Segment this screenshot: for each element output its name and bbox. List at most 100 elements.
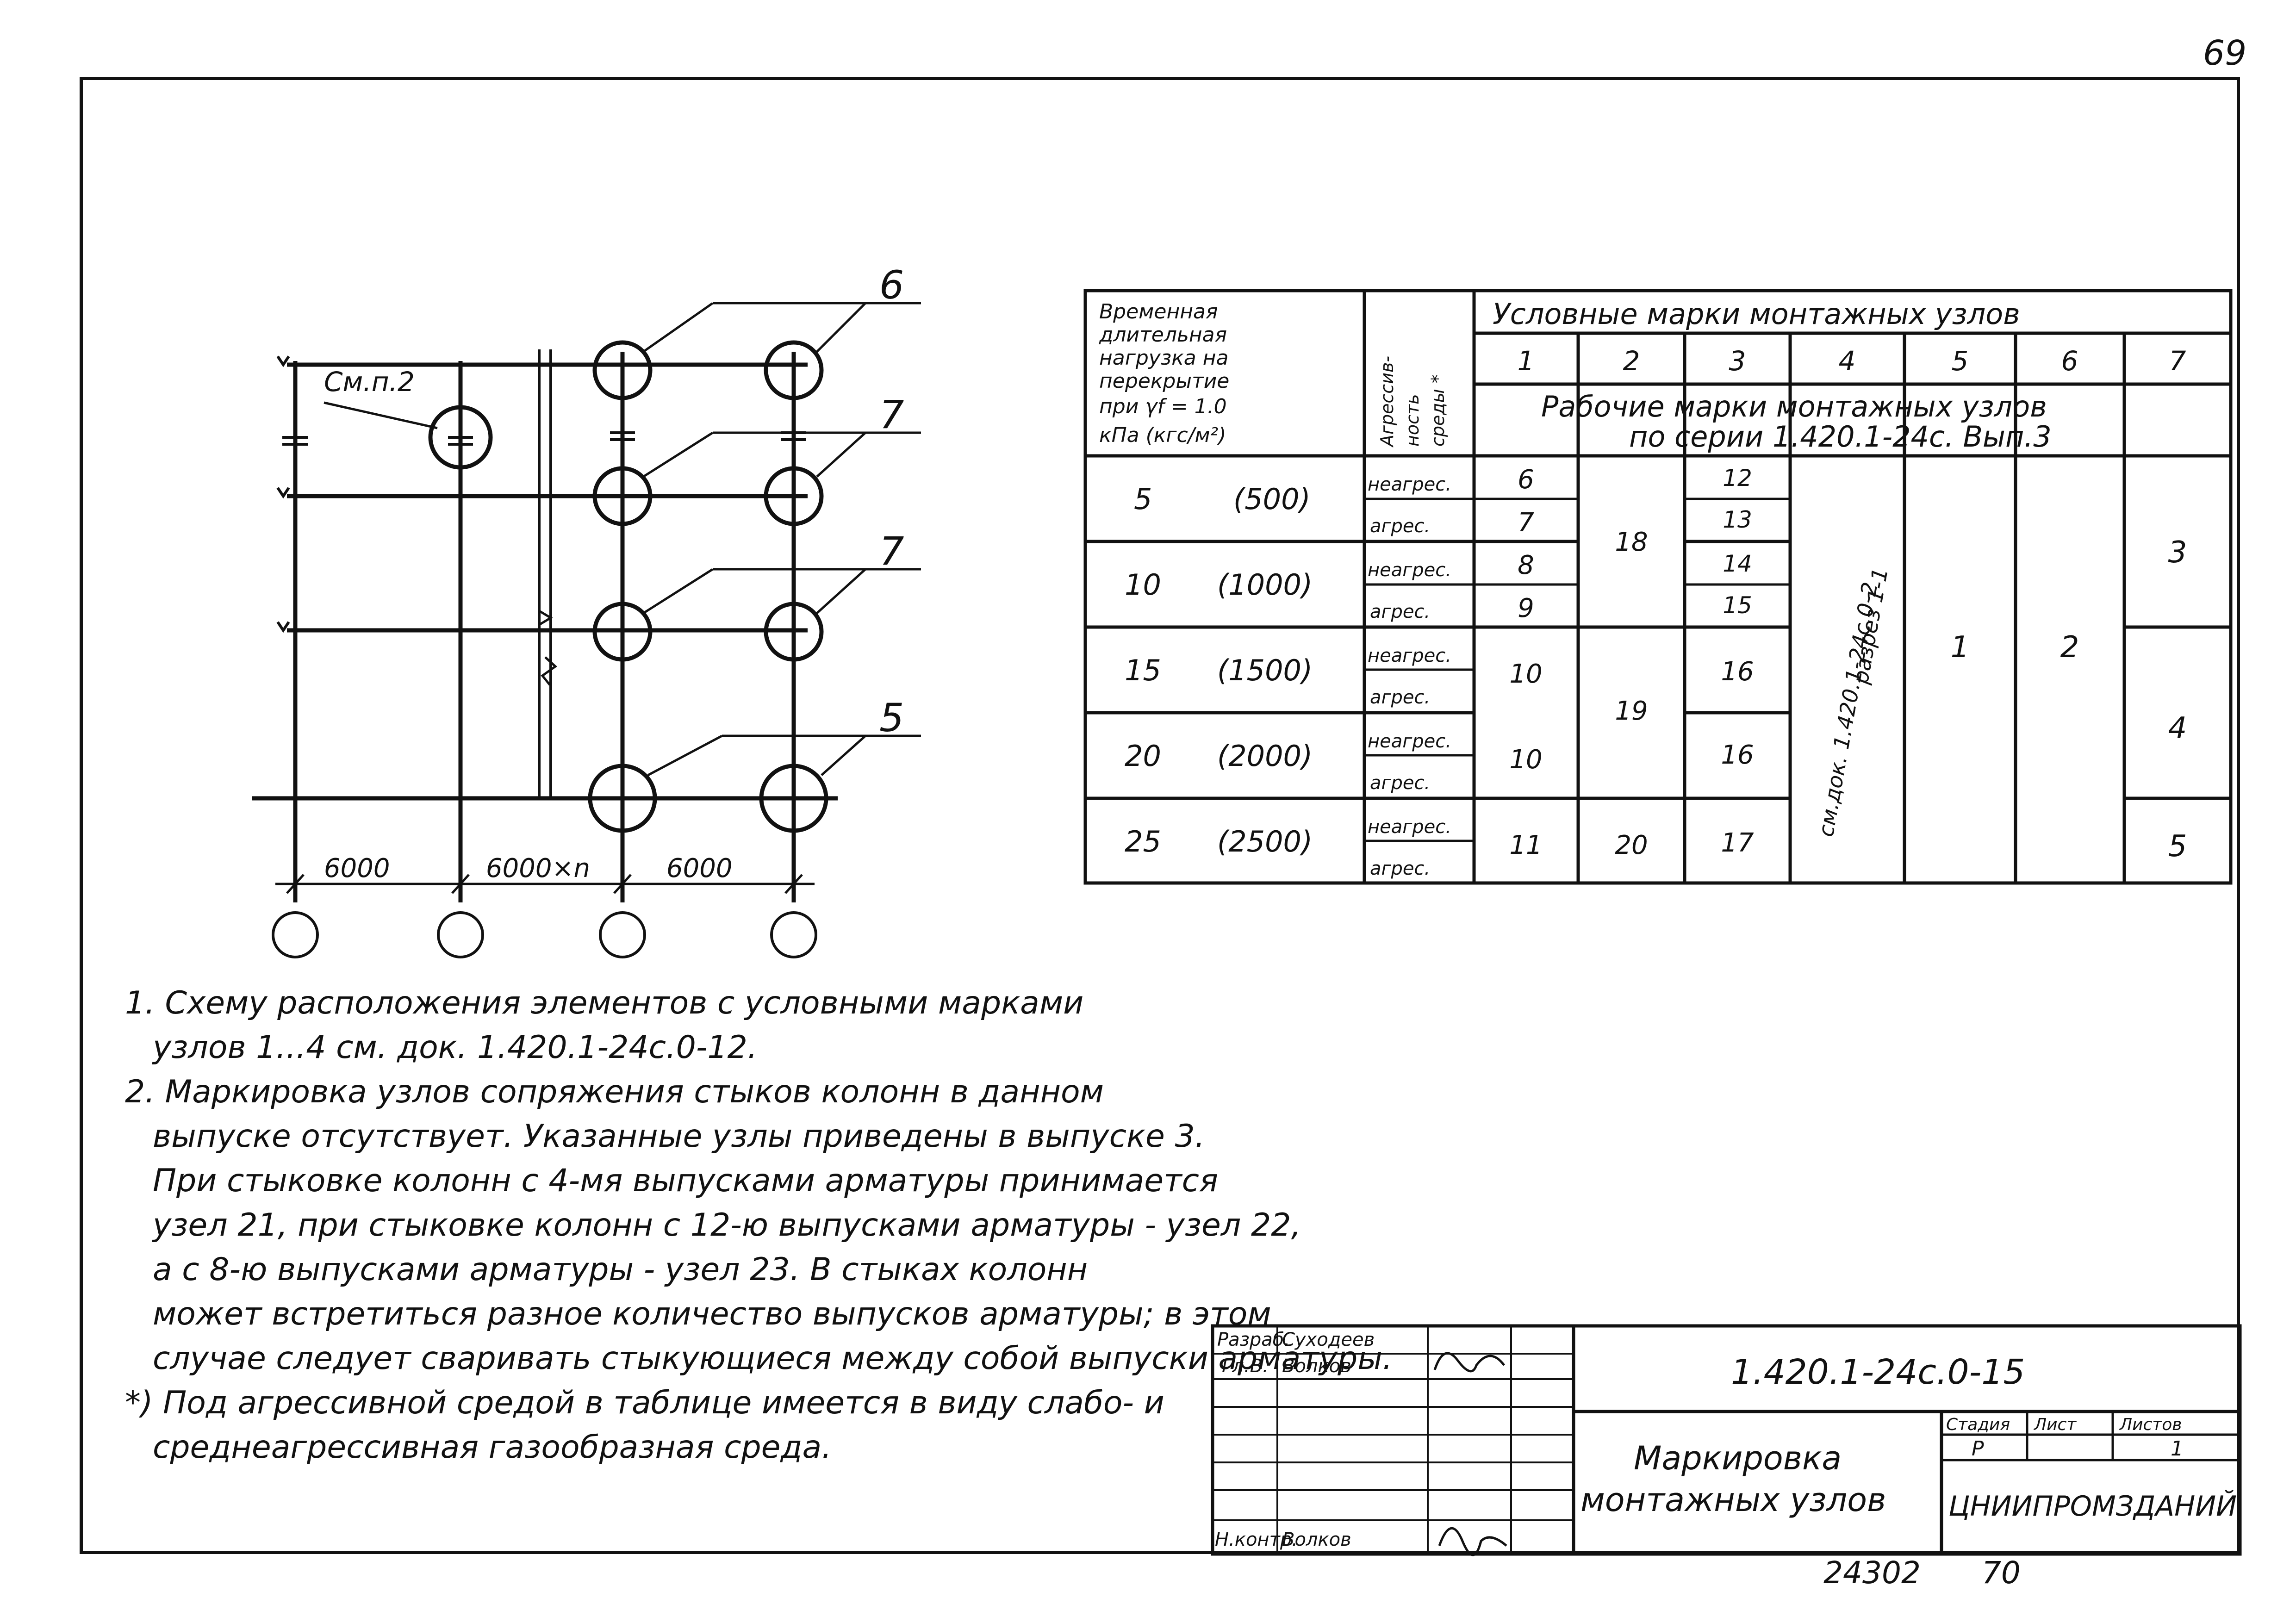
env-aggressive: агрес.: [1370, 772, 1430, 794]
note-line: 2. Маркировка узлов сопряжения стыков ко…: [125, 1074, 1104, 1110]
dim-span-2: 6000×n: [486, 853, 590, 883]
general-notes: 1. Схему расположения элементов с условн…: [125, 981, 1393, 1470]
signature-mark: [1438, 1527, 1507, 1556]
col-number-6: 6: [2061, 345, 2078, 377]
col3-value: 14: [1723, 550, 1752, 577]
sheets-label: Листов: [2119, 1415, 2182, 1434]
col7-value: 5: [2168, 829, 2187, 864]
callout-6: 6: [879, 262, 904, 308]
col3-value: 16: [1721, 657, 1754, 687]
node-circle-7c: [592, 602, 653, 662]
node-circle-splice: [428, 405, 493, 470]
col-number-1: 1: [1518, 345, 1535, 377]
load-2000: (2000): [1217, 739, 1313, 773]
load-2500: (2500): [1217, 825, 1313, 858]
col1-value: 10: [1509, 745, 1542, 775]
note-line: 1. Схему расположения элементов с условн…: [125, 985, 1084, 1021]
title-block: Разраб. Гл.В. Суходеев Волков Н.контр. В…: [1211, 1324, 2242, 1556]
document-code: 1.420.1-24с.0-15: [1731, 1352, 2025, 1392]
env-nonaggressive: неагрес.: [1368, 645, 1451, 666]
table-border: [1083, 289, 2233, 885]
load-25: 25: [1125, 825, 1161, 858]
header-load-line2: длительная: [1099, 323, 1227, 347]
name-developer: Суходеев: [1282, 1329, 1375, 1350]
col3-value: 12: [1723, 465, 1752, 491]
axis-bubble-4: [770, 911, 817, 958]
env-nonaggressive: неагрес.: [1368, 816, 1451, 838]
axis-bubble-3: [599, 911, 646, 958]
col1-value: 11: [1509, 830, 1542, 860]
env-nonaggressive: неагрес.: [1368, 560, 1451, 581]
callout-7b: 7: [879, 529, 904, 574]
header-load-line5: при γf = 1.0: [1099, 395, 1227, 418]
col3-value: 13: [1723, 506, 1752, 533]
note-line: узлов 1...4 см. док. 1.420.1-24с.0-12.: [153, 1029, 758, 1066]
header-env-line2: ность: [1402, 394, 1423, 447]
dim-span-1: 6000: [324, 853, 390, 883]
callout-7a: 7: [879, 392, 904, 437]
stage-label: Стадия: [1946, 1415, 2010, 1434]
sheet-number: 69: [2203, 33, 2247, 73]
organization: ЦНИИПРОМЗДАНИЙ: [1948, 1490, 2237, 1523]
header-env-line3: среды *: [1428, 374, 1448, 447]
col2-value: 18: [1615, 527, 1648, 557]
col3-value: 15: [1723, 592, 1752, 619]
env-nonaggressive: неагрес.: [1368, 474, 1451, 495]
role-norm-control: Н.контр.: [1215, 1529, 1298, 1550]
bottom-codes: 24302 70: [1823, 1555, 2021, 1591]
load-10: 10: [1125, 568, 1161, 602]
col7-value: 4: [2168, 711, 2187, 746]
col3-value: 17: [1721, 828, 1754, 858]
header-load-line6: кПа (кгс/м²): [1099, 423, 1226, 447]
note-line: может встретиться разное количество выпу…: [153, 1296, 1271, 1332]
callout-5: 5: [879, 695, 904, 740]
col1-value: 9: [1518, 593, 1534, 623]
axis-bubble-1: [272, 911, 319, 958]
inventory-number: 24302: [1823, 1555, 1921, 1591]
col2-value: 19: [1615, 696, 1648, 726]
header-load-line4: перекрытие: [1099, 369, 1229, 393]
node-circle-7a: [592, 466, 653, 526]
node-circle-6a: [592, 340, 653, 400]
col6-value: 2: [2060, 630, 2079, 665]
note-line: а с 8-ю выпусками арматуры - узел 23. В …: [153, 1251, 1088, 1288]
sheet-label: Лист: [2033, 1415, 2077, 1434]
header-load-line3: нагрузка на: [1099, 346, 1228, 370]
name-norm-control: Волков: [1282, 1529, 1351, 1550]
node-circle-7d: [764, 602, 824, 662]
drawing-frame: [80, 77, 2240, 1554]
env-aggressive: агрес.: [1370, 858, 1430, 879]
col7-value: 3: [2168, 535, 2187, 570]
node-circle-5a: [588, 764, 657, 833]
header-working-marks-1: Рабочие марки монтажных узлов: [1541, 390, 2047, 423]
note-line: выпуске отсутствует. Указанные узлы прив…: [153, 1118, 1205, 1155]
load-500: (500): [1233, 482, 1311, 516]
env-aggressive: агрес.: [1370, 516, 1430, 537]
load-1000: (1000): [1217, 568, 1313, 602]
note-line: *) Под агрессивной средой в таблице имее…: [125, 1385, 1164, 1421]
note-line: При стыковке колонн с 4-мя выпусками арм…: [153, 1163, 1218, 1199]
drawing-title-line2: монтажных узлов: [1580, 1481, 1886, 1519]
name-chief: Волков: [1282, 1356, 1351, 1377]
header-conditional-marks: Условные марки монтажных узлов: [1493, 297, 2020, 331]
col1-value: 10: [1509, 659, 1542, 689]
col5-value: 1: [1951, 630, 1970, 665]
env-aggressive: агрес.: [1370, 601, 1430, 622]
header-env-line1: Агрессив-: [1377, 356, 1397, 448]
signature-mark: [1433, 1352, 1505, 1373]
header-working-marks-2: по серии 1.420.1-24с. Вып.3: [1629, 420, 2052, 454]
note-line: среднеагрессивная газообразная среда.: [153, 1429, 832, 1466]
col-number-3: 3: [1729, 345, 1746, 377]
col1-value: 6: [1518, 465, 1534, 495]
col-number-2: 2: [1623, 345, 1640, 377]
role-developer: Разраб.: [1217, 1329, 1290, 1350]
load-15: 15: [1125, 653, 1161, 687]
col-number-7: 7: [2169, 345, 2186, 377]
load-5: 5: [1134, 482, 1152, 516]
sheets-value: 1: [2171, 1437, 2184, 1461]
col-number-4: 4: [1839, 345, 1856, 377]
drawing-title-line1: Маркировка: [1634, 1439, 1842, 1477]
axis-bubble-2: [437, 911, 484, 958]
node-circle-7b: [764, 466, 824, 526]
page-number: 70: [1981, 1555, 2021, 1591]
